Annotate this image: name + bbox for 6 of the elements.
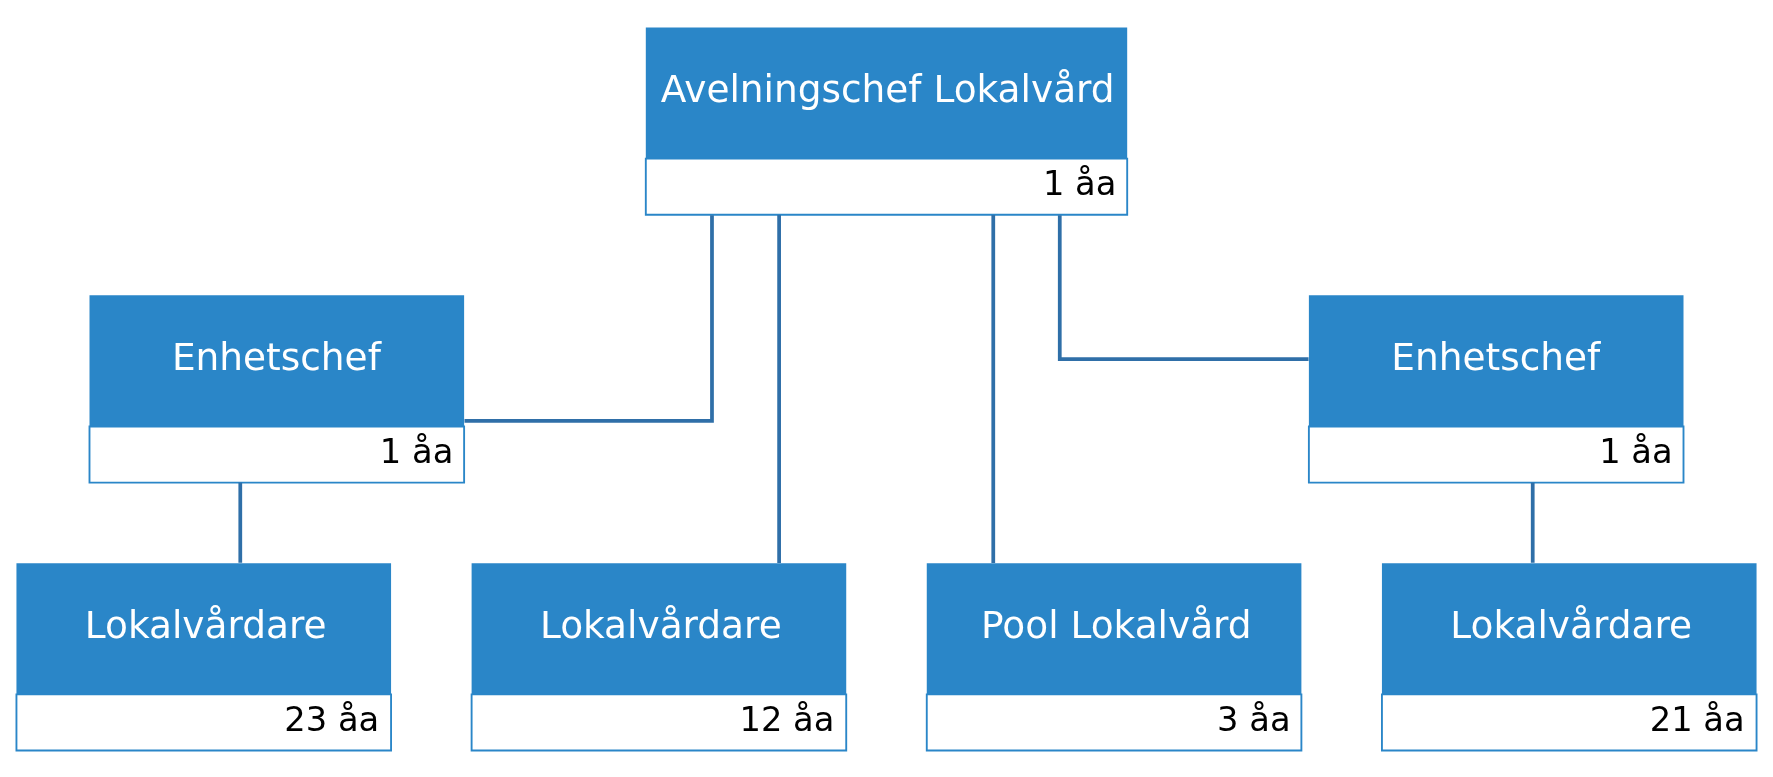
connector	[991, 214, 996, 563]
connector	[238, 482, 243, 563]
connector	[1530, 482, 1535, 563]
connector	[777, 214, 781, 563]
connector	[1057, 214, 1309, 361]
connector	[464, 214, 714, 423]
